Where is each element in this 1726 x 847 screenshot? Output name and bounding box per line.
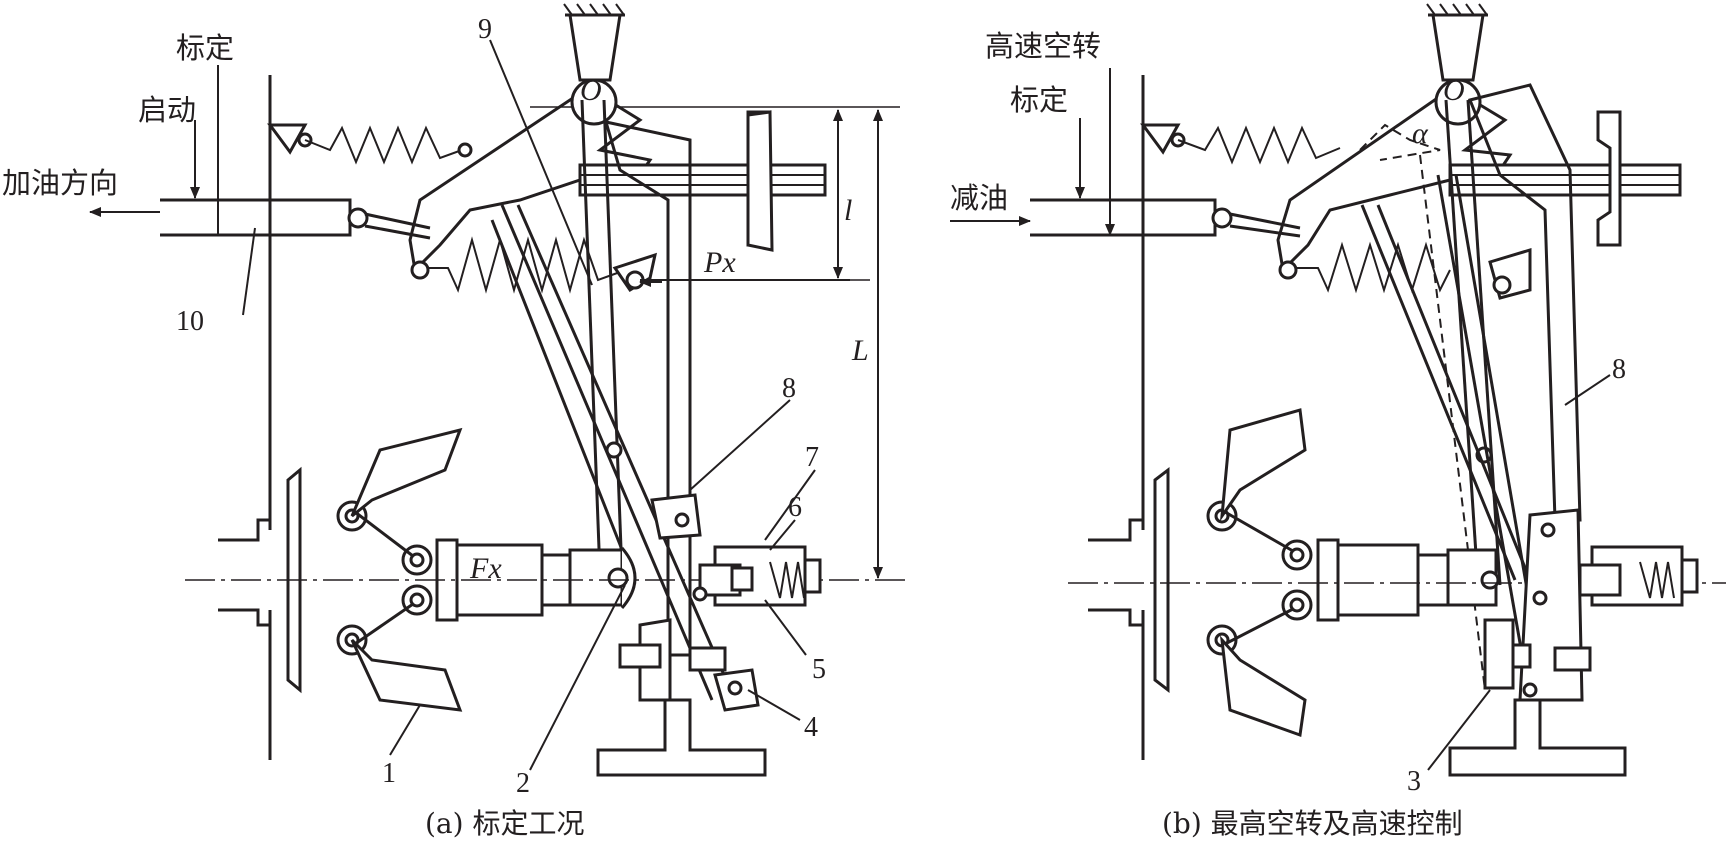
label-O: O [580,74,602,107]
link-rod [580,99,624,576]
label-10: 10 [176,306,204,337]
label-5: 5 [812,654,826,685]
housing-wall-b [1088,75,1145,760]
flyweight-b [1153,408,1313,738]
label-7: 7 [805,442,819,473]
label-rated: 标定 [176,31,234,65]
housing-wall [218,75,272,760]
caption-a: (a) 标定工况 [425,807,584,840]
label-L: L [851,334,869,367]
flyweight-1 [286,427,463,712]
label-1: 1 [382,758,396,789]
label-O-b: O [1443,74,1465,107]
fixed-support-b [1426,3,1488,82]
sleeve-2 [435,538,637,622]
sleeve-b [1316,538,1500,622]
label-8: 8 [782,373,796,404]
speed-lever-10 [160,198,431,240]
upper-spring [267,123,473,165]
panel-b: 高速空转 标定 减油 O α 8 3 (b) 最高空转及高速控制 [950,3,1726,840]
panel-a: 标定 启动 加油方向 10 9 O Px l L 8 7 6 5 4 Fx 1 … [2,3,905,840]
torque-corrector [698,545,822,607]
base-stand-b [1448,698,1627,777]
label-3: 3 [1407,766,1421,797]
lever-linkage [618,493,760,712]
label-4: 4 [804,712,818,743]
main-spring-b [1278,241,1532,300]
control-rack-b [1448,110,1682,247]
previous-position [1359,123,1441,161]
lever-plate-b [1483,508,1592,702]
label-8-b: 8 [1612,354,1626,385]
label-Fx: Fx [469,552,502,585]
label-reduce-fuel: 减油 [950,181,1008,215]
label-2: 2 [516,768,530,799]
tension-lever-b [1276,86,1513,274]
label-high-idle: 高速空转 [985,29,1101,63]
base-stand [596,698,767,777]
caption-b: (b) 最高空转及高速控制 [1162,807,1463,840]
fixed-support [563,3,625,82]
label-9: 9 [478,14,492,45]
label-start: 启动 [138,93,196,127]
label-6: 6 [788,492,802,523]
label-fuel-direction: 加油方向 [2,166,118,200]
label-rated-b: 标定 [1010,83,1068,117]
label-l: l [844,194,852,227]
speed-lever-b [1030,198,1301,238]
torque-corrector-b [1578,545,1699,607]
control-rack [578,110,827,247]
upper-spring-b [1140,123,1341,165]
tension-lever [408,86,653,274]
label-Px: Px [703,246,736,279]
label-alpha: α [1412,117,1429,150]
